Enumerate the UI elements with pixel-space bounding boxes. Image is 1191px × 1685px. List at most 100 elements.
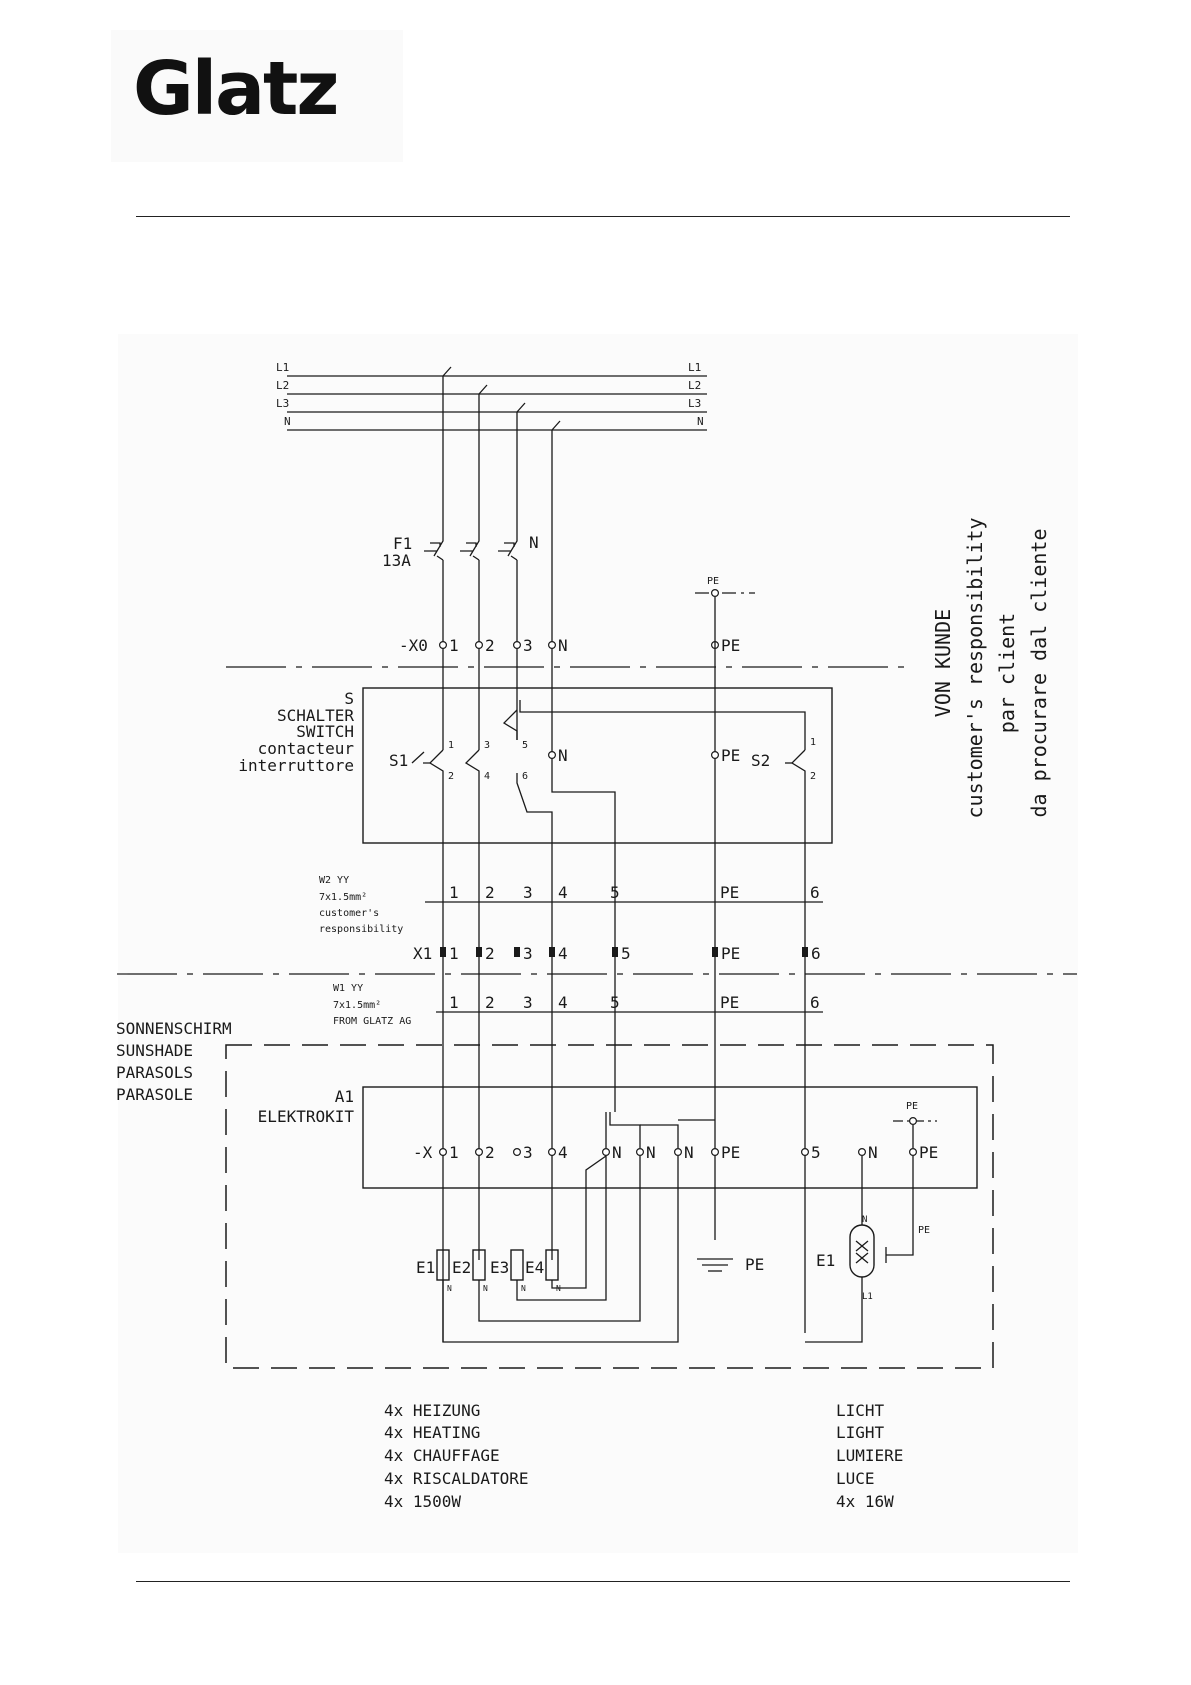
w1-desc: 7x1.5mm² xyxy=(333,1000,381,1011)
s1-contact-top: 5 xyxy=(522,740,528,751)
header-rule xyxy=(136,216,1070,217)
lamp-bottom-label: L1 xyxy=(862,1292,873,1302)
x1-terminal: 4 xyxy=(558,944,568,963)
s1-contact-top: 1 xyxy=(448,740,454,751)
fuse-rating: 13A xyxy=(382,551,411,570)
w2-core: 3 xyxy=(523,883,533,902)
parasol-label: SONNENSCHIRM xyxy=(116,1019,232,1038)
x0-terminal: 2 xyxy=(485,636,495,655)
w1-desc: W1 YY xyxy=(333,983,363,994)
heater-neutral: N xyxy=(447,1284,452,1293)
bus-label-left: L1 xyxy=(276,361,289,374)
bus-label-left: L2 xyxy=(276,379,289,392)
kit-terminal: N xyxy=(612,1143,622,1162)
parasol-label: SUNSHADE xyxy=(116,1041,193,1060)
pe-bus-label: PE xyxy=(707,576,719,587)
bus-label-right: L3 xyxy=(688,397,701,410)
bus-label-right: L1 xyxy=(688,361,701,374)
heater-label: E4 xyxy=(525,1258,544,1277)
w2-core: 4 xyxy=(558,883,568,902)
s1-contact-bottom: 4 xyxy=(484,771,490,782)
light-legend-line: LIGHT xyxy=(836,1423,885,1442)
w2-core: 6 xyxy=(810,883,820,902)
w2-desc: customer's xyxy=(319,908,379,919)
kit-terminal: 5 xyxy=(811,1143,821,1162)
glatz-logo: Glatz xyxy=(111,30,403,162)
footer-rule xyxy=(136,1581,1070,1582)
kit-terminal: PE xyxy=(721,1143,740,1162)
x1-terminal: 2 xyxy=(485,944,495,963)
heating-legend-line: 4x HEATING xyxy=(384,1423,480,1442)
w1-core: 4 xyxy=(558,993,568,1012)
switch-title: SWITCH xyxy=(296,722,354,741)
kit-terminal: 3 xyxy=(523,1143,533,1162)
kit-pe-label: PE xyxy=(906,1101,918,1112)
w1-core: 6 xyxy=(810,993,820,1012)
ground-symbol: PE xyxy=(697,1255,764,1274)
cable-w2: W2 YY 7x1.5mm² customer's responsibility… xyxy=(319,875,823,935)
x1-terminal: 6 xyxy=(811,944,821,963)
note-customer: customer's responsibility xyxy=(963,517,987,818)
w2-desc: responsibility xyxy=(319,924,403,935)
kit-terminal: N xyxy=(684,1143,694,1162)
fuse-name: F1 xyxy=(393,534,412,553)
x1-terminal: 3 xyxy=(523,944,533,963)
switch-pe: PE xyxy=(721,746,740,765)
kit-terminal: 4 xyxy=(558,1143,568,1162)
fuse-neutral-label: N xyxy=(529,533,539,552)
w1-desc: FROM GLATZ AG xyxy=(333,1016,411,1027)
kit-terminal: PE xyxy=(919,1143,938,1162)
terminal-x0-name: -X0 xyxy=(399,636,428,655)
light-legend-line: 4x 16W xyxy=(836,1492,894,1511)
lamp-name: E1 xyxy=(816,1251,835,1270)
ground-label: PE xyxy=(745,1255,764,1274)
w2-desc: W2 YY xyxy=(319,875,349,886)
x1-terminal: 5 xyxy=(621,944,631,963)
cable-w1: W1 YY 7x1.5mm² FROM GLATZ AG 1 2 3 4 5 P… xyxy=(333,983,823,1027)
x1-terminal: 1 xyxy=(449,944,459,963)
lamp-top-label: N xyxy=(862,1215,867,1225)
parasol-label: PARASOLE xyxy=(116,1085,193,1104)
s1-contact-bottom: 6 xyxy=(522,771,528,782)
legend-heating: 4x HEIZUNG 4x HEATING 4x CHAUFFAGE 4x RI… xyxy=(384,1401,529,1511)
heating-legend-line: 4x HEIZUNG xyxy=(384,1401,480,1420)
drawing-sheet xyxy=(118,334,1078,1553)
s1-contact-top: 3 xyxy=(484,740,490,751)
w1-core: 2 xyxy=(485,993,495,1012)
kit-terminal: 2 xyxy=(485,1143,495,1162)
heater-label: E2 xyxy=(452,1258,471,1277)
lamp-pe-label: PE xyxy=(918,1225,930,1236)
light-legend-line: LUCE xyxy=(836,1469,875,1488)
s2-contact-bottom: 2 xyxy=(810,771,816,782)
responsibility-note: VON KUNDE customer's responsibility par … xyxy=(931,517,1051,818)
x0-terminal: 3 xyxy=(523,636,533,655)
heater-neutral: N xyxy=(521,1284,526,1293)
parasol-enclosure: SONNENSCHIRM SUNSHADE PARASOLS PARASOLE xyxy=(116,1019,994,1369)
light-legend-line: LICHT xyxy=(836,1401,885,1420)
heater-label: E3 xyxy=(490,1258,509,1277)
switch-title: contacteur xyxy=(258,739,355,758)
kit-terminal: N xyxy=(646,1143,656,1162)
switch-neutral: N xyxy=(558,746,568,765)
legend-light: LICHT LIGHT LUMIERE LUCE 4x 16W xyxy=(836,1401,903,1511)
heaters: E1 E2 E3 E4 N N N N xyxy=(416,1155,679,1343)
switch-title: interruttore xyxy=(238,756,354,775)
x0-terminal: 1 xyxy=(449,636,459,655)
terminal-x1-name: X1 xyxy=(413,944,432,963)
logo-wordmark: Glatz xyxy=(133,46,339,132)
elektrokit-terminal-name: -X xyxy=(413,1143,433,1162)
x0-terminal: PE xyxy=(721,636,740,655)
feeder-wires xyxy=(442,366,616,953)
switch-title: SCHALTER xyxy=(277,706,354,725)
heater-neutral: N xyxy=(483,1284,488,1293)
kit-terminal: 1 xyxy=(449,1143,459,1162)
w2-core: 1 xyxy=(449,883,459,902)
heater-label: E1 xyxy=(416,1258,435,1277)
kit-terminal: N xyxy=(868,1143,878,1162)
s2-contact-top: 1 xyxy=(810,737,816,748)
x1-terminal: PE xyxy=(721,944,740,963)
elektrokit-label: A1 xyxy=(335,1087,354,1106)
note-par-client: par client xyxy=(995,613,1019,733)
